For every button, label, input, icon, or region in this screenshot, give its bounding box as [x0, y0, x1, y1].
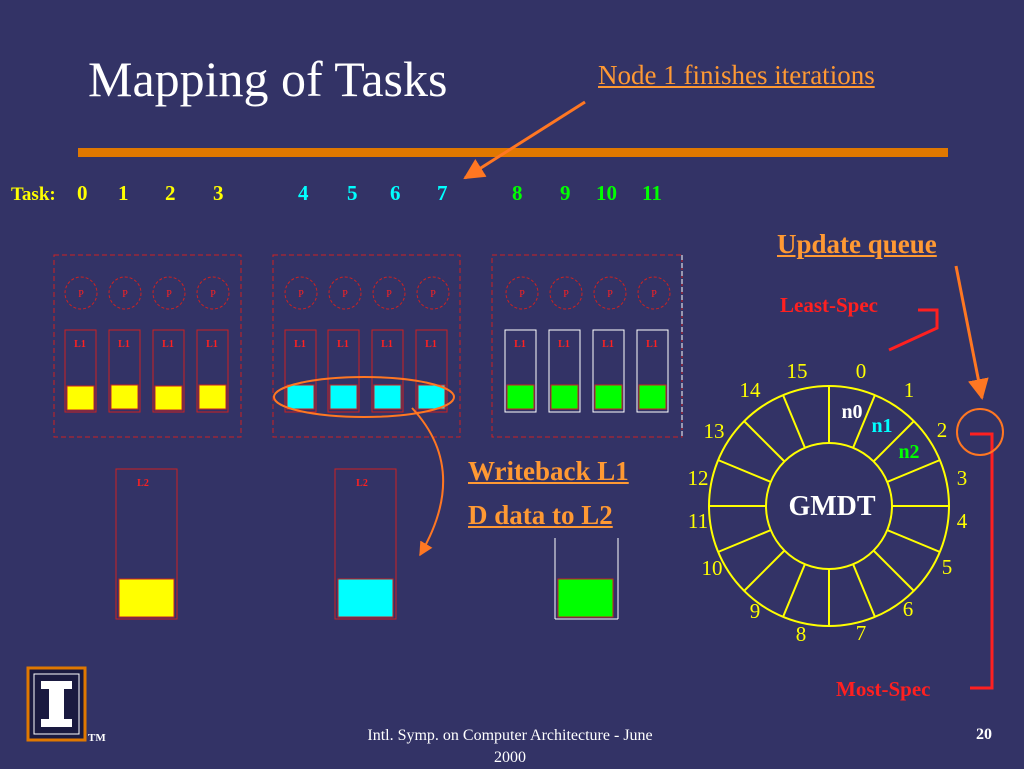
footer-line-1: Intl. Symp. on Computer Architecture - J…	[367, 727, 653, 744]
processor-label: P	[122, 289, 128, 300]
gmdt-slot: 11	[688, 509, 708, 533]
node-0-processors: P P P P	[64, 276, 230, 310]
processor-label: P	[210, 289, 216, 300]
l1-label: L1	[206, 339, 218, 350]
gmdt-slot: 7	[856, 621, 867, 645]
l1-label: L1	[162, 339, 174, 350]
task-9: 9	[560, 181, 571, 205]
l2-label: L2	[137, 478, 149, 489]
task-3: 3	[213, 181, 224, 205]
writeback-line-1: Writeback L1	[468, 456, 629, 486]
l1-label: L1	[381, 339, 393, 350]
processor-label: P	[430, 289, 436, 300]
l1-label: L1	[118, 339, 130, 350]
processor-label: P	[519, 289, 525, 300]
gmdt-label: GMDT	[788, 491, 875, 522]
pointer-n1: n1	[871, 415, 892, 437]
task-4: 4	[298, 181, 309, 205]
gmdt-slot: 12	[688, 466, 709, 490]
processor-label: P	[563, 289, 569, 300]
gmdt-slot: 13	[704, 419, 725, 443]
gmdt-slot: 1	[904, 378, 915, 402]
task-11: 11	[642, 181, 662, 205]
most-spec-bracket	[970, 432, 994, 690]
trademark-mark: TM	[88, 732, 106, 744]
least-spec-bracket	[888, 308, 939, 352]
pointer-n2: n2	[898, 441, 919, 463]
gmdt-slot: 9	[750, 599, 761, 623]
queue-slot-highlight	[956, 408, 1004, 456]
l1-label: L1	[74, 339, 86, 350]
gmdt-slot: 2	[937, 418, 948, 442]
task-5: 5	[347, 181, 358, 205]
gmdt-slot: 8	[796, 622, 807, 646]
processor-label: P	[166, 289, 172, 300]
gmdt-slot: 10	[702, 556, 723, 580]
gmdt-slot: 14	[740, 378, 762, 402]
node-callout-arrow	[463, 100, 586, 180]
task-6: 6	[390, 181, 401, 205]
gmdt-slot: 3	[957, 466, 968, 490]
node-0-l2-cache: L2	[115, 468, 178, 620]
footer-text: Intl. Symp. on Computer Architecture - J…	[330, 725, 690, 769]
l1-label: L1	[558, 339, 570, 350]
task-0: 0	[77, 181, 88, 205]
task-1: 1	[118, 181, 129, 205]
node-2-l2-cache	[554, 538, 619, 620]
task-10: 10	[596, 181, 617, 205]
task-2: 2	[165, 181, 176, 205]
node-2-processors: P P P P	[505, 276, 671, 310]
footer-line-2: 2000	[494, 749, 526, 766]
l1-label: L1	[514, 339, 526, 350]
processor-label: P	[342, 289, 348, 300]
gmdt-slot: 0	[856, 359, 867, 383]
title-rule	[78, 148, 948, 157]
most-spec-label: Most-Spec	[836, 677, 931, 701]
page-title: Mapping of Tasks	[88, 51, 448, 107]
l1-label: L1	[294, 339, 306, 350]
writeback-highlight	[273, 376, 455, 418]
processor-label: P	[607, 289, 613, 300]
l1-label: L1	[425, 339, 437, 350]
node-0-l1-caches: L1 L1 L1 L1	[64, 329, 229, 413]
l1-label: L1	[646, 339, 658, 350]
gmdt-slot: 15	[787, 359, 808, 383]
l2-label: L2	[356, 478, 368, 489]
processor-label: P	[386, 289, 392, 300]
gmdt-ring	[708, 385, 950, 627]
l1-label: L1	[337, 339, 349, 350]
gmdt-slot-numbers: 0 1 2 3 4 5 6 7 8 9 10 11 12 13 14 15	[688, 359, 968, 646]
node-2-l1-caches: L1 L1 L1 L1	[504, 329, 669, 413]
university-logo-icon	[26, 666, 87, 742]
processor-label: P	[298, 289, 304, 300]
node-1-l1-caches: L1 L1 L1 L1	[284, 329, 448, 413]
node-1-processors: P P P P	[284, 276, 450, 310]
update-queue-label: Update queue	[777, 229, 937, 259]
node-callout: Node 1 finishes iterations	[598, 60, 875, 90]
gmdt-slot: 6	[903, 597, 914, 621]
update-queue-arrow	[954, 265, 989, 401]
processor-label: P	[78, 289, 84, 300]
node-1-l2-cache: L2	[334, 468, 397, 620]
gmdt-slot: 4	[957, 509, 968, 533]
page-number: 20	[976, 726, 992, 743]
pointer-n0: n0	[841, 401, 862, 423]
writeback-arrow	[411, 407, 445, 557]
task-label: Task:	[11, 184, 56, 205]
l1-label: L1	[602, 339, 614, 350]
processor-label: P	[651, 289, 657, 300]
least-spec-label: Least-Spec	[780, 293, 878, 317]
task-8: 8	[512, 181, 523, 205]
task-7: 7	[437, 181, 448, 205]
writeback-line-2: D data to L2	[468, 500, 613, 530]
gmdt-slot: 5	[942, 555, 953, 579]
